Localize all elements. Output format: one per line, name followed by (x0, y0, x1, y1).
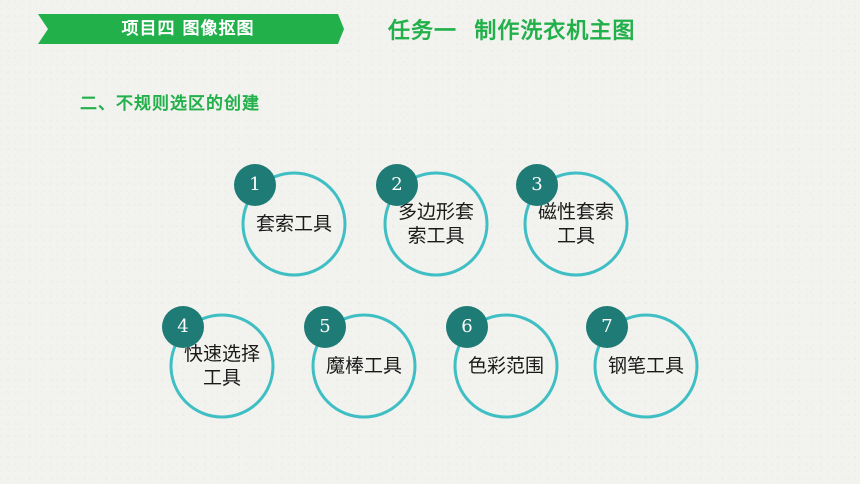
tool-label: 色彩范围 (467, 355, 544, 377)
tool-number-badge: 1 (234, 164, 276, 206)
tool-ring (453, 313, 559, 419)
tool-number-badge: 2 (376, 164, 418, 206)
tool-label: 魔棒工具 (325, 355, 402, 377)
tool-ring (311, 313, 417, 419)
tool-magnetic-lasso: 磁性套索工具 3 (516, 164, 630, 278)
tool-number-badge: 6 (446, 306, 488, 348)
tool-number-badge: 3 (516, 164, 558, 206)
project-label: 项目四 图像抠图 (121, 19, 255, 39)
tool-label: 快速选择工具 (183, 343, 260, 389)
tool-label: 套索工具 (255, 213, 332, 235)
tool-ring (523, 171, 629, 277)
tool-label: 多边形套索工具 (397, 201, 474, 247)
tool-ring (169, 313, 275, 419)
tool-quick-selection: 快速选择工具 4 (162, 306, 276, 420)
tool-ring (383, 171, 489, 277)
tool-color-range: 色彩范围 6 (446, 306, 560, 420)
section-heading: 二、不规则选区的创建 (80, 94, 260, 114)
project-banner: 项目四 图像抠图 (38, 14, 344, 44)
tool-polygonal-lasso: 多边形套索工具 2 (376, 164, 490, 278)
tool-number-badge: 7 (586, 306, 628, 348)
tool-label: 磁性套索工具 (537, 201, 614, 247)
task-title: 任务一 制作洗衣机主图 (388, 19, 636, 44)
tool-label: 钢笔工具 (607, 355, 684, 377)
tool-number-badge: 5 (304, 306, 346, 348)
tool-number-badge: 4 (162, 306, 204, 348)
tool-ring (593, 313, 699, 419)
tool-pen: 钢笔工具 7 (586, 306, 700, 420)
tool-magic-wand: 魔棒工具 5 (304, 306, 418, 420)
tool-ring (241, 171, 347, 277)
banner-shape (38, 14, 344, 44)
tool-lasso: 套索工具 1 (234, 164, 348, 278)
